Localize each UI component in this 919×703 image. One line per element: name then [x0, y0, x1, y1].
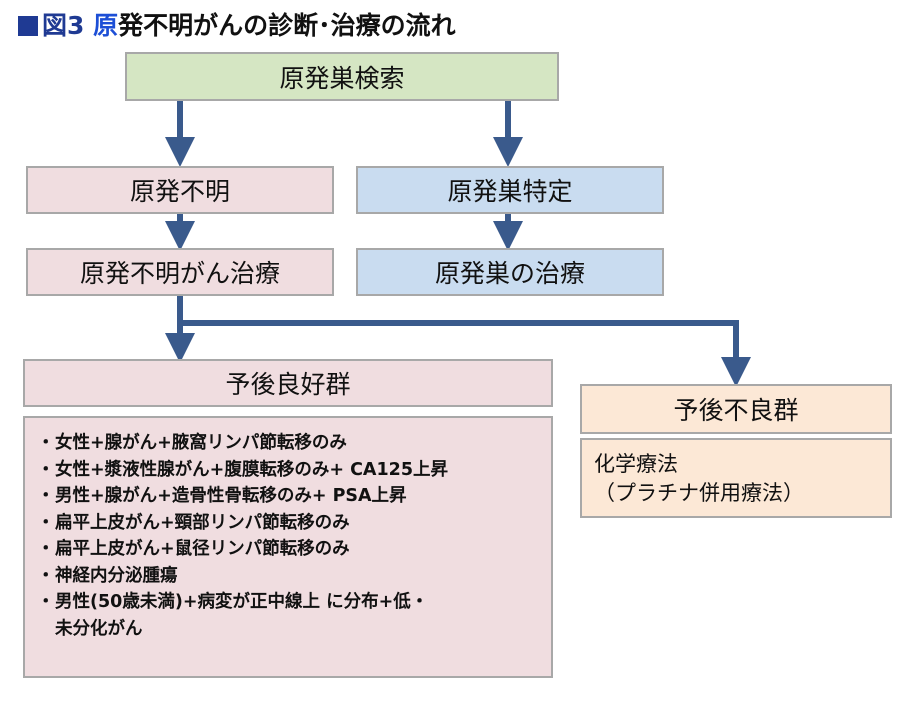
box-primary-treatment: 原発巣の治療 — [356, 248, 664, 296]
box-primary-search: 原発巣検索 — [125, 52, 559, 101]
box-primary-identified: 原発巣特定 — [356, 166, 664, 214]
list-bullet: ・ — [37, 592, 55, 612]
list-item-text: 女性+腺がん+腋窩リンパ節転移のみ — [55, 433, 347, 453]
list-item-text: 男性(50歳未満)+病変が正中線上 に分布+低・ 未分化がん — [55, 592, 429, 639]
chemotherapy-label: 化学療法 — [594, 452, 678, 476]
box-good-prognosis: 予後良好群 — [23, 359, 553, 407]
list-bullet: ・ — [37, 433, 55, 453]
list-bullet: ・ — [37, 512, 55, 533]
list-item: ・男性+腺がん+造骨性骨転移のみ+ PSA上昇 — [37, 483, 541, 510]
list-item: ・女性+腺がん+腋窩リンパ節転移のみ — [37, 430, 541, 457]
box-primary-unknown: 原発不明 — [26, 166, 334, 214]
list-item-text: 扁平上皮がん+頸部リンパ節転移のみ — [55, 512, 350, 533]
box-chemotherapy: 化学療法 （プラチナ併用療法） — [580, 438, 892, 518]
box-poor-prognosis: 予後不良群 — [580, 384, 892, 434]
title-highlight: 原 — [93, 11, 119, 40]
list-item-text: 扁平上皮がん+鼠径リンパ節転移のみ — [55, 539, 350, 559]
arrow-treatment-to-poor — [180, 320, 751, 387]
list-item: ・男性(50歳未満)+病変が正中線上 に分布+低・ 未分化がん — [37, 589, 541, 642]
list-item-text: 男性+腺がん+造骨性骨転移のみ+ PSA上昇 — [55, 486, 407, 506]
list-bullet: ・ — [37, 486, 55, 506]
list-item-text: 神経内分泌腫瘍 — [55, 565, 178, 586]
figure-title: 図3 原発不明がんの診断･治療の流れ — [18, 6, 456, 42]
good-prognosis-list: ・女性+腺がん+腋窩リンパ節転移のみ ・女性+漿液性腺がん+腹膜転移のみ+ CA… — [23, 416, 553, 678]
list-item-text: 女性+漿液性腺がん+腹膜転移のみ+ CA125上昇 — [55, 459, 448, 480]
square-bullet-icon — [18, 16, 38, 36]
chemotherapy-detail: （プラチナ併用療法） — [594, 481, 804, 505]
list-item: ・女性+漿液性腺がん+腹膜転移のみ+ CA125上昇 — [37, 457, 541, 484]
title-text: 発不明がんの診断･治療の流れ — [118, 11, 456, 40]
box-unknown-treatment: 原発不明がん治療 — [26, 248, 334, 296]
list-bullet: ・ — [37, 459, 55, 480]
list-item: ・扁平上皮がん+頸部リンパ節転移のみ — [37, 510, 541, 537]
figure-number: 図3 — [42, 11, 85, 40]
list-bullet: ・ — [37, 565, 55, 586]
list-item: ・扁平上皮がん+鼠径リンパ節転移のみ — [37, 536, 541, 563]
list-item: ・神経内分泌腫瘍 — [37, 563, 541, 590]
list-bullet: ・ — [37, 539, 55, 559]
